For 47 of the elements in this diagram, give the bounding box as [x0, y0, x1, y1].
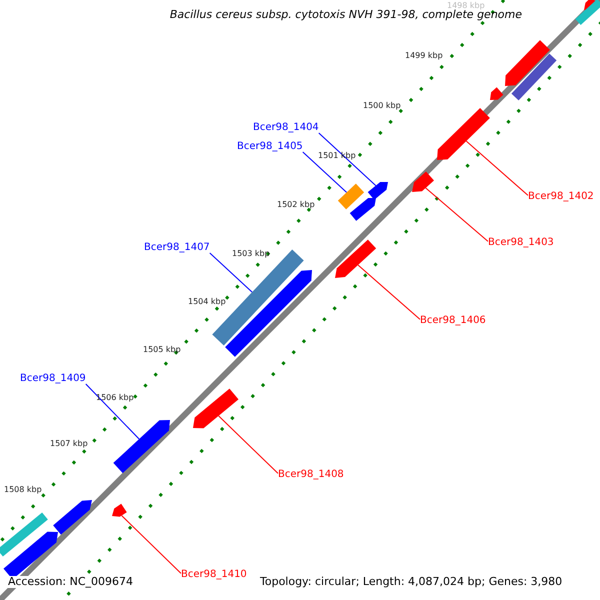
- leader-line: [425, 187, 488, 242]
- gene-block: [113, 420, 170, 474]
- gene-block: [193, 388, 238, 428]
- accession-text: Accession: NC_009674: [8, 576, 134, 588]
- gene-label: Bcer98_1404: [253, 122, 319, 133]
- gene-block: [335, 240, 376, 278]
- gene-label: Bcer98_1406: [420, 315, 486, 326]
- gene-block: [53, 500, 92, 535]
- position-label: 1508 kbp: [4, 486, 42, 495]
- gene-block: [437, 108, 490, 160]
- leader-line: [209, 252, 253, 293]
- gene-block: [511, 54, 557, 100]
- leader-line: [85, 384, 140, 440]
- leader-line: [466, 140, 528, 196]
- gene-label: Bcer98_1410: [181, 569, 247, 580]
- position-label: 1500 kbp: [363, 102, 401, 111]
- gene-label: Bcer98_1408: [278, 469, 344, 480]
- leader-line: [121, 515, 182, 574]
- title: Bacillus cereus subsp. cytotoxis NVH 391-98, complete genome: [170, 9, 522, 22]
- gene-block: [412, 172, 434, 192]
- leader-line: [358, 264, 420, 320]
- leader-line: [218, 415, 278, 474]
- gene-block: [0, 512, 48, 556]
- genome-info-text: Topology: circular; Length: 4,087,024 bp; Genes: 3,980: [260, 576, 562, 588]
- gene-label: Bcer98_1402: [528, 191, 594, 202]
- gene-block: [225, 270, 312, 357]
- gene-block: [575, 0, 600, 25]
- gene-label: Bcer98_1405: [237, 141, 303, 152]
- gene-label: Bcer98_1403: [488, 237, 554, 248]
- position-label: 1503 kbp: [232, 250, 270, 259]
- leader-line: [318, 132, 376, 186]
- position-label: 1505 kbp: [143, 346, 181, 355]
- gene-block: [505, 40, 550, 86]
- gene-label: Bcer98_1409: [20, 373, 86, 384]
- position-label: 1504 kbp: [188, 298, 226, 307]
- gene-label: Bcer98_1407: [144, 242, 210, 253]
- position-label: 1499 kbp: [405, 52, 443, 61]
- gene-block: [112, 504, 127, 517]
- gene-block: [338, 184, 364, 210]
- gene-block: [490, 87, 504, 100]
- gene-block: [350, 198, 376, 221]
- position-label: 1502 kbp: [277, 201, 315, 210]
- leader-line: [302, 152, 348, 193]
- gene-block: [212, 250, 304, 346]
- position-label: 1498 kbp: [447, 2, 485, 10]
- position-label: 1507 kbp: [50, 440, 88, 449]
- gene-block: [368, 182, 388, 200]
